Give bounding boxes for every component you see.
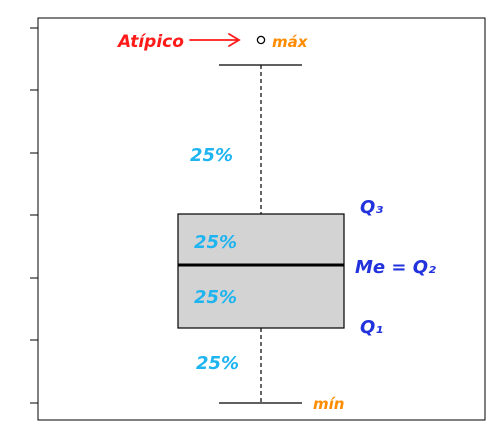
q1-label: Q₁ [360,317,383,338]
q3-label: Q₃ [360,197,383,218]
arrow-icon [189,33,241,47]
max-label: máx [272,33,309,51]
percent-label-upper-whisker: 25% [190,145,233,166]
percent-label-lower-whisker: 25% [196,353,239,374]
median-label: Me = Q₂ [355,257,436,278]
outlier-label: Atípico [116,32,184,52]
min-label: mín [313,395,344,413]
plot-frame [37,17,486,421]
percent-label-upper-box: 25% [194,232,237,253]
outlier-point [256,35,266,45]
y-axis-ticks [30,27,38,404]
percent-label-lower-box: 25% [194,287,237,308]
interquartile-box [177,213,345,329]
